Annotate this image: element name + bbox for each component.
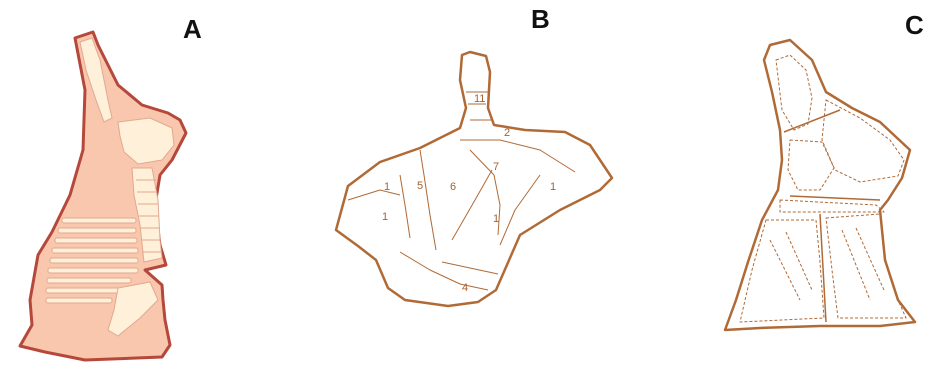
carcass-a: [20, 32, 186, 360]
cut-label: 1: [384, 181, 390, 193]
cut-label: 11: [474, 93, 485, 105]
cut-label: 5: [417, 180, 423, 192]
cut-label: 7: [493, 161, 499, 173]
carcass-b-outline: [336, 52, 612, 306]
cut-label: 6: [450, 181, 456, 193]
carcass-b: 11 2 7 1 5 6 1 1 1 4: [336, 52, 612, 306]
cut-label: 1: [550, 181, 556, 193]
carcass-c: [725, 40, 915, 330]
carcass-b-cut-labels: 11 2 7 1 5 6 1 1 1 4: [382, 93, 556, 294]
cut-label: 1: [493, 213, 499, 225]
cut-label: 1: [382, 211, 388, 223]
carcass-c-inner-contour: [784, 110, 880, 322]
cut-label: 2: [504, 127, 510, 139]
carcass-c-outline: [725, 40, 915, 330]
carcass-c-sketch-lines: [740, 55, 906, 322]
cut-label: 4: [462, 282, 468, 294]
